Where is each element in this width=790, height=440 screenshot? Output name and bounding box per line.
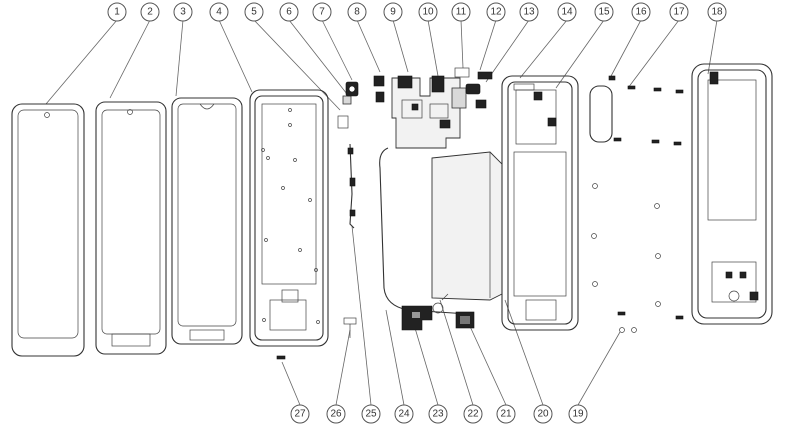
- part-21-speaker: [455, 311, 475, 329]
- svg-text:15: 15: [598, 7, 610, 18]
- callout-6: 6: [279, 2, 299, 22]
- part-26-usb-port: [343, 317, 357, 338]
- part-1-front-glass: [11, 103, 85, 357]
- callout-4: 4: [209, 2, 229, 22]
- callout-1: 1: [107, 2, 127, 22]
- part-3-lcd-module: [171, 97, 243, 345]
- callout-21: 21: [496, 404, 516, 424]
- callout-13: 13: [519, 2, 539, 22]
- part-10-board-shield: [451, 87, 467, 109]
- part-14-antenna-bracket: [513, 83, 535, 91]
- callout-15: 15: [594, 2, 614, 22]
- callout-9: 9: [383, 2, 403, 22]
- part-6-receiver: [342, 95, 352, 105]
- part-13-flash: [477, 71, 493, 80]
- callouts: 1 2 3 4 5 6 7 8 9 10 11 12 13 14 15 16 1…: [107, 2, 727, 424]
- svg-text:16: 16: [635, 7, 647, 18]
- callout-10: 10: [418, 2, 438, 22]
- part-2-display-panel: [95, 101, 167, 355]
- part-17-screws: [613, 85, 684, 146]
- svg-text:1: 1: [114, 7, 120, 18]
- callout-12: 12: [486, 2, 506, 22]
- svg-text:17: 17: [673, 7, 685, 18]
- svg-text:4: 4: [216, 7, 222, 18]
- part-23-sub-board: [401, 305, 433, 331]
- svg-text:3: 3: [180, 7, 186, 18]
- part-8-sensor: [373, 75, 385, 103]
- svg-text:18: 18: [711, 7, 723, 18]
- callout-14: 14: [557, 2, 577, 22]
- callout-25: 25: [361, 404, 381, 424]
- svg-text:6: 6: [286, 7, 292, 18]
- part-12-rear-camera: [465, 83, 487, 109]
- callout-19: 19: [568, 404, 588, 424]
- part-25-side-key-flex: [347, 143, 356, 229]
- svg-text:21: 21: [500, 409, 512, 420]
- part-18-back-cover: [691, 63, 773, 325]
- part-19-screws: [591, 183, 684, 333]
- svg-text:27: 27: [294, 409, 306, 420]
- callout-22: 22: [463, 404, 483, 424]
- svg-text:12: 12: [490, 7, 502, 18]
- callout-24: 24: [394, 404, 414, 424]
- svg-text:2: 2: [147, 7, 153, 18]
- callout-27: 27: [290, 404, 310, 424]
- svg-text:23: 23: [432, 409, 444, 420]
- svg-text:14: 14: [561, 7, 573, 18]
- callout-20: 20: [533, 404, 553, 424]
- callout-18: 18: [707, 2, 727, 22]
- part-16-camera-cover: [589, 75, 616, 143]
- part-9-mainboard: [391, 75, 461, 149]
- callout-8: 8: [347, 2, 367, 22]
- callout-17: 17: [669, 2, 689, 22]
- svg-text:20: 20: [537, 409, 549, 420]
- svg-text:25: 25: [365, 409, 377, 420]
- svg-text:10: 10: [422, 7, 434, 18]
- callout-23: 23: [428, 404, 448, 424]
- callout-3: 3: [173, 2, 193, 22]
- part-24-main-flex-cable: [379, 147, 469, 315]
- svg-text:19: 19: [572, 409, 584, 420]
- svg-text:7: 7: [319, 7, 325, 18]
- callout-26: 26: [326, 404, 346, 424]
- svg-text:8: 8: [354, 7, 360, 18]
- part-20-battery: [431, 151, 503, 301]
- part-22-vibration-motor: [432, 293, 449, 314]
- callout-16: 16: [631, 2, 651, 22]
- part-7-front-camera: [345, 81, 359, 97]
- svg-text:22: 22: [467, 409, 479, 420]
- callout-2: 2: [140, 2, 160, 22]
- part-27-screw: [276, 355, 286, 360]
- svg-text:24: 24: [398, 409, 410, 420]
- part-15-rear-frame: [501, 75, 579, 331]
- svg-text:9: 9: [390, 7, 396, 18]
- svg-text:26: 26: [330, 409, 342, 420]
- part-11-card-tray: [454, 67, 470, 78]
- callout-11: 11: [451, 2, 471, 22]
- svg-text:5: 5: [251, 7, 257, 18]
- part-5-foam-pad: [337, 115, 349, 129]
- leader-lines: [45, 19, 718, 406]
- callout-5: 5: [244, 2, 264, 22]
- svg-text:13: 13: [523, 7, 535, 18]
- part-4-middle-frame: [249, 89, 329, 347]
- svg-text:11: 11: [456, 7, 467, 18]
- callout-7: 7: [312, 2, 332, 22]
